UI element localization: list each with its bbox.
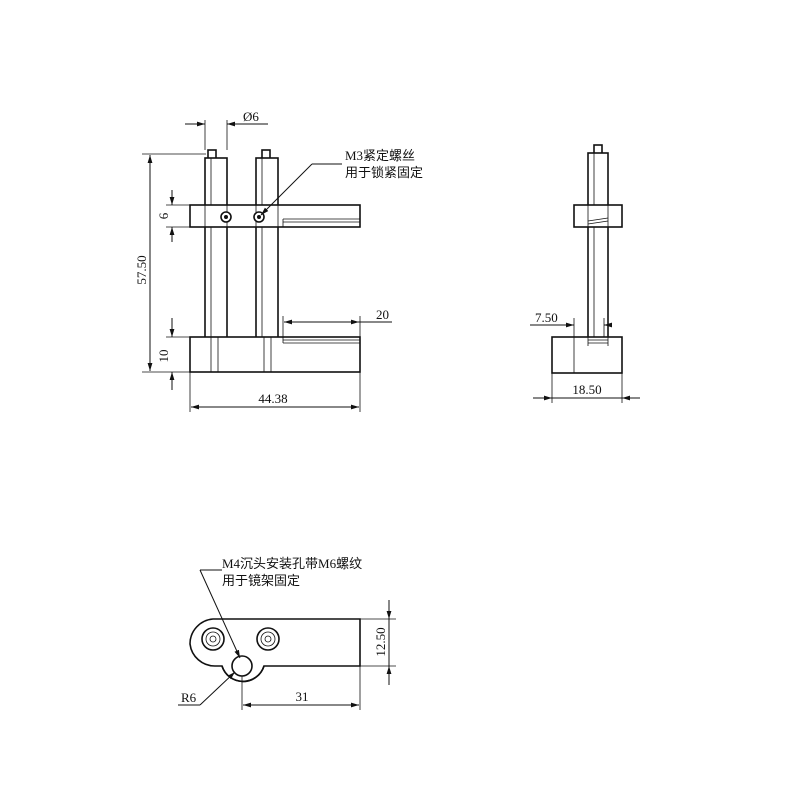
side-view: 7.50 18.50: [530, 144, 640, 403]
pivot-boss: [231, 655, 253, 677]
side-upper-block: [573, 204, 623, 228]
side-offset-label: 7.50: [535, 310, 558, 325]
bottom-view: M4沉头安装孔带M6螺纹 用于镜架固定 R6 31 12.50: [178, 556, 396, 710]
width-total-label: 44.38: [258, 391, 287, 406]
m3-note-line2: 用于锁紧固定: [345, 165, 423, 180]
height-total-label: 57.50: [134, 255, 149, 284]
length-label: 31: [296, 689, 309, 704]
mount-hole-b: [256, 627, 280, 651]
height-label: 12.50: [373, 627, 388, 656]
dia-label: Ø6: [243, 109, 259, 124]
m4-note-line2: 用于镜架固定: [222, 573, 300, 588]
side-post: [587, 152, 609, 339]
height-bottom-label: 10: [156, 350, 171, 363]
mount-hole-a: [201, 627, 225, 651]
right-post: [255, 157, 279, 339]
side-width-label: 18.50: [572, 382, 601, 397]
m3-note-line1: M3紧定螺丝: [345, 148, 415, 163]
m4-note-line1: M4沉头安装孔带M6螺纹: [222, 556, 362, 571]
slot-length-label: 20: [376, 307, 389, 322]
side-base-block: [551, 336, 623, 374]
radius-label: R6: [181, 690, 197, 705]
height-top-label: 6: [156, 212, 171, 219]
front-view: Ø6 57.50 6 10 44.38 20 M3: [134, 109, 423, 412]
lower-base-block: [189, 336, 361, 373]
left-post: [204, 157, 228, 339]
upper-clamp-block: [189, 204, 361, 228]
